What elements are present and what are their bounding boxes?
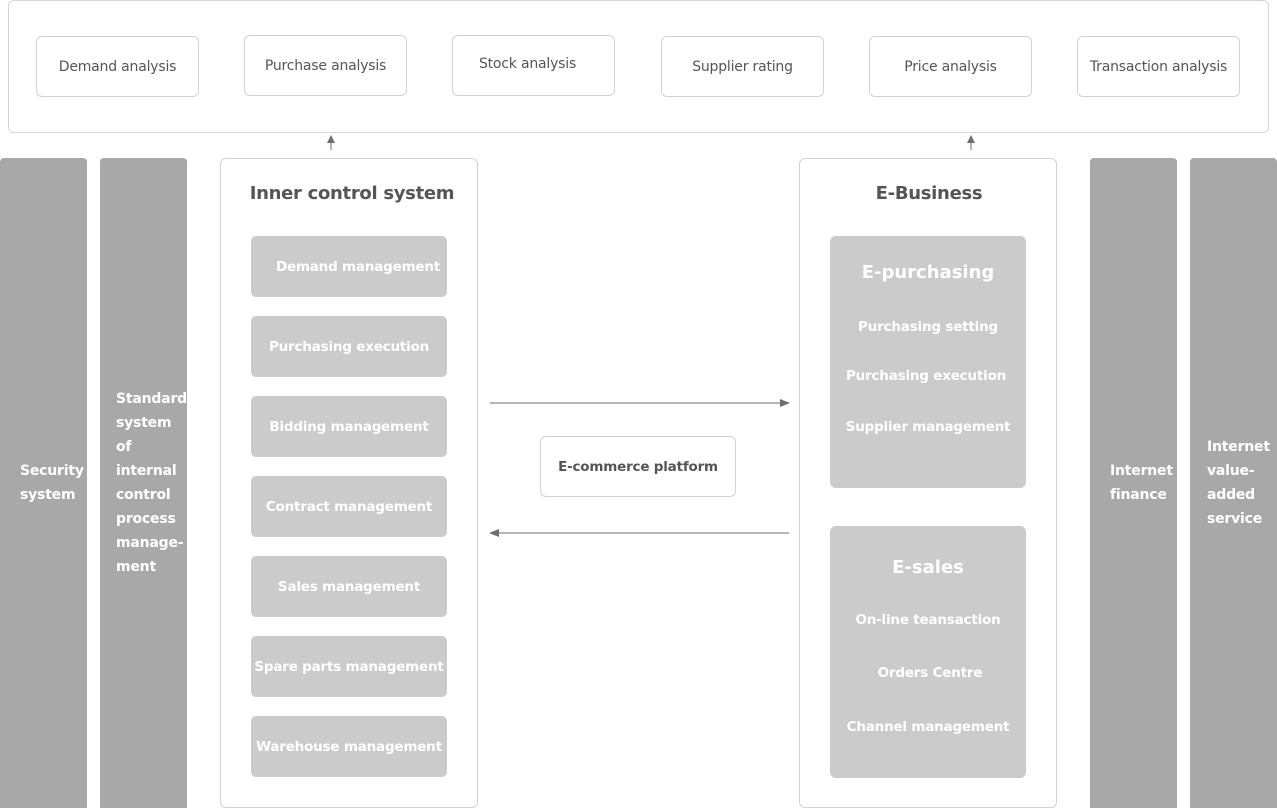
stock-analysis-box[interactable]: Stock analysis bbox=[452, 35, 615, 96]
sales-management-item[interactable]: Sales management bbox=[251, 556, 447, 617]
purchase-analysis-label: Purchase analysis bbox=[264, 57, 387, 74]
standard-system-pillar[interactable]: Standard system of internal control proc… bbox=[100, 158, 187, 808]
bidding-management-label: Bidding management bbox=[269, 418, 429, 435]
sales-management-label: Sales management bbox=[277, 578, 421, 595]
value-added-service-text: Internet value- added service bbox=[1207, 435, 1270, 531]
epurchasing-box[interactable]: E-purchasing Purchasing setting Purchasi… bbox=[830, 236, 1026, 488]
purchasing-setting-label[interactable]: Purchasing setting bbox=[858, 319, 998, 335]
purchase-analysis-box[interactable]: Purchase analysis bbox=[244, 35, 407, 96]
value-added-line-1: Internet bbox=[1207, 439, 1270, 455]
standard-line-2: system of bbox=[116, 415, 172, 455]
value-added-service-pillar[interactable]: Internet value- added service bbox=[1190, 158, 1277, 808]
bidding-management-item[interactable]: Bidding management bbox=[251, 396, 447, 457]
standard-line-3: internal bbox=[116, 463, 177, 479]
analysis-frame bbox=[8, 0, 1269, 133]
purchasing-execution-item[interactable]: Purchasing execution bbox=[251, 316, 447, 377]
transaction-analysis-label: Transaction analysis bbox=[1089, 58, 1228, 75]
supplier-management-label[interactable]: Supplier management bbox=[845, 419, 1011, 435]
stock-analysis-label: Stock analysis bbox=[478, 55, 577, 72]
value-added-line-2: value- bbox=[1207, 463, 1255, 479]
finance-line-2: finance bbox=[1110, 487, 1167, 503]
standard-line-7: ment bbox=[116, 559, 156, 575]
esales-box[interactable]: E-sales On-line teansaction Orders Centr… bbox=[830, 526, 1026, 778]
epurchasing-title: E-purchasing bbox=[861, 262, 995, 283]
finance-line-1: Internet bbox=[1110, 463, 1173, 479]
orders-centre-label[interactable]: Orders Centre bbox=[877, 665, 983, 681]
security-line-2: system bbox=[20, 487, 76, 503]
warehouse-management-label: Warehouse management bbox=[256, 738, 442, 755]
spare-parts-management-item[interactable]: Spare parts management bbox=[251, 636, 447, 697]
online-transaction-label[interactable]: On-line teansaction bbox=[855, 612, 1001, 628]
ecommerce-platform-label: E-commerce platform bbox=[558, 458, 718, 475]
internet-finance-pillar[interactable]: Internet finance bbox=[1090, 158, 1177, 808]
inner-control-title: Inner control system bbox=[249, 183, 455, 204]
demand-management-label: Demand management bbox=[275, 258, 441, 275]
standard-line-6: manage- bbox=[116, 535, 184, 551]
purchasing-execution-label: Purchasing execution bbox=[268, 338, 430, 355]
contract-management-item[interactable]: Contract management bbox=[251, 476, 447, 537]
ecommerce-platform-box[interactable]: E-commerce platform bbox=[540, 436, 736, 497]
value-added-line-3: added bbox=[1207, 487, 1256, 503]
spare-parts-management-label: Spare parts management bbox=[254, 658, 444, 675]
standard-line-4: control bbox=[116, 487, 171, 503]
contract-management-label: Contract management bbox=[265, 498, 433, 515]
internet-finance-text: Internet finance bbox=[1110, 459, 1173, 507]
ebusiness-title: E-Business bbox=[875, 183, 983, 204]
demand-management-item[interactable]: Demand management bbox=[251, 236, 447, 297]
price-analysis-label: Price analysis bbox=[904, 58, 997, 75]
demand-analysis-box[interactable]: Demand analysis bbox=[36, 36, 199, 97]
supplier-rating-box[interactable]: Supplier rating bbox=[661, 36, 824, 97]
price-analysis-box[interactable]: Price analysis bbox=[869, 36, 1032, 97]
standard-line-1: Standard bbox=[116, 391, 187, 407]
warehouse-management-item[interactable]: Warehouse management bbox=[251, 716, 447, 777]
standard-line-5: process bbox=[116, 511, 176, 527]
security-system-text: Security system bbox=[20, 459, 84, 507]
security-line-1: Security bbox=[20, 463, 84, 479]
transaction-analysis-box[interactable]: Transaction analysis bbox=[1077, 36, 1240, 97]
security-system-pillar[interactable]: Security system bbox=[0, 158, 87, 808]
esales-title: E-sales bbox=[892, 557, 964, 578]
demand-analysis-label: Demand analysis bbox=[58, 58, 177, 75]
supplier-rating-label: Supplier rating bbox=[692, 58, 793, 75]
channel-management-label[interactable]: Channel management bbox=[846, 719, 1010, 735]
ebiz-purchasing-execution-label[interactable]: Purchasing execution bbox=[845, 368, 1007, 384]
standard-system-text: Standard system of internal control proc… bbox=[116, 387, 187, 579]
value-added-line-4: service bbox=[1207, 511, 1263, 527]
